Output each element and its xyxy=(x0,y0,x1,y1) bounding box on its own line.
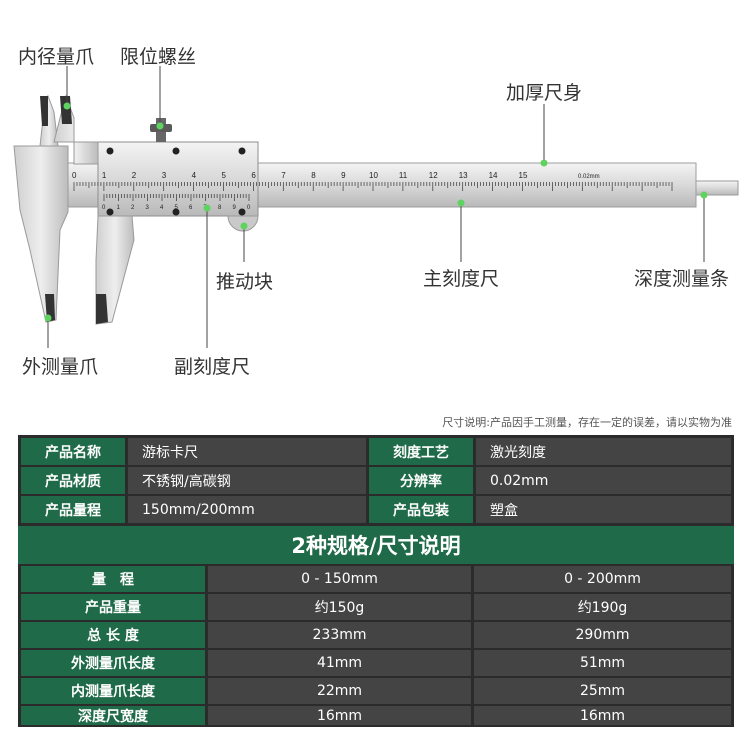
spec-label: 产品重量 xyxy=(21,594,205,620)
callout-outer-jaw: 外测量爪 xyxy=(22,356,99,378)
vernier-scale-number: 6 xyxy=(189,205,193,211)
info-label: 产品材质 xyxy=(21,467,125,494)
main-scale-number: 4 xyxy=(192,171,197,180)
main-scale-number: 3 xyxy=(162,171,167,180)
info-label: 分辨率 xyxy=(369,467,473,494)
main-scale-number: 13 xyxy=(459,171,468,180)
leader-lines xyxy=(47,66,705,348)
callout-dots xyxy=(44,102,708,322)
spec-value-b: 25mm xyxy=(474,678,731,704)
info-label: 产品名称 xyxy=(21,438,125,465)
callout-depth-bar: 深度测量条 xyxy=(634,268,730,290)
spec-value-a: 41mm xyxy=(208,650,471,676)
spec-value-a: 16mm xyxy=(208,706,471,725)
main-scale-number: 14 xyxy=(489,171,498,180)
callout-main-scale: 主刻度尺 xyxy=(423,268,500,290)
main-scale xyxy=(73,182,673,191)
spec-row: 产品重量 约150g 约190g xyxy=(18,594,734,620)
vernier-scale-number: 9 xyxy=(233,205,237,211)
main-scale-number: 11 xyxy=(399,171,408,180)
info-row: 产品名称 游标卡尺 刻度工艺 激光刻度 xyxy=(18,438,734,465)
vernier-scale-number: 2 xyxy=(131,205,135,211)
vernier-scale-number: 0 xyxy=(102,205,106,211)
spec-label: 深度尺宽度 xyxy=(21,706,205,725)
main-scale-number: 8 xyxy=(311,171,316,180)
vernier-scale-number: 8 xyxy=(218,205,222,211)
spec-value-b: 51mm xyxy=(474,650,731,676)
info-label: 产品包装 xyxy=(369,496,473,523)
spec-label: 外测量爪长度 xyxy=(21,650,205,676)
slider-body xyxy=(97,141,259,217)
fixed-outer-jaw xyxy=(13,145,69,323)
callout-slider: 推动块 xyxy=(216,271,274,293)
resolution-mark: 0.02mm xyxy=(578,174,600,180)
spec-value-a: 约150g xyxy=(208,594,471,620)
main-scale-number: 6 xyxy=(251,171,256,180)
main-scale-number: 15 xyxy=(519,171,528,180)
main-scale-number: 10 xyxy=(369,171,378,180)
spec-row: 总 长 度 233mm 290mm xyxy=(18,622,734,648)
info-value: 塑盒 xyxy=(476,496,731,523)
spec-value-a: 22mm xyxy=(208,678,471,704)
vernier-scale xyxy=(103,194,250,201)
callout-inner-jaw: 内径量爪 xyxy=(18,46,95,68)
info-value: 不锈钢/高碳钢 xyxy=(128,467,366,494)
spec-row: 量 程 0 - 150mm 0 - 200mm xyxy=(18,566,734,592)
info-row: 产品量程 150mm/200mm 产品包装 塑盒 xyxy=(18,496,734,523)
spec-value-a: 233mm xyxy=(208,622,471,648)
info-value: 游标卡尺 xyxy=(128,438,366,465)
spec-value-b: 290mm xyxy=(474,622,731,648)
main-scale-number: 9 xyxy=(341,171,346,180)
spec-table: 产品名称 游标卡尺 刻度工艺 激光刻度 产品材质 不锈钢/高碳钢 分辨率 0.0… xyxy=(18,435,734,727)
main-scale-number: 0 xyxy=(72,171,77,180)
main-scale-number: 5 xyxy=(222,171,227,180)
spec-row: 内测量爪长度 22mm 25mm xyxy=(18,678,734,704)
vernier-scale-number: 4 xyxy=(160,205,164,211)
main-scale-number: 1 xyxy=(102,171,107,180)
vernier-scale-number: 0 xyxy=(247,205,251,211)
spec-value-b: 约190g xyxy=(474,594,731,620)
callout-limit-screw: 限位螺丝 xyxy=(120,46,197,68)
main-scale-number: 7 xyxy=(281,171,286,180)
info-value: 150mm/200mm xyxy=(128,496,366,523)
info-value: 激光刻度 xyxy=(476,438,731,465)
measurement-note: 尺寸说明:产品因手工测量，存在一定的误差，请以实物为准 xyxy=(442,416,732,429)
depth-bar-shape xyxy=(689,180,739,196)
info-row: 产品材质 不锈钢/高碳钢 分辨率 0.02mm xyxy=(18,467,734,494)
spec-title: 2种规格/尺寸说明 xyxy=(18,526,734,564)
spec-value-a: 0 - 150mm xyxy=(208,566,471,592)
info-value: 0.02mm xyxy=(476,467,731,494)
spec-label: 总 长 度 xyxy=(21,622,205,648)
callout-vernier-scale: 副刻度尺 xyxy=(174,356,251,378)
spec-value-b: 0 - 200mm xyxy=(474,566,731,592)
main-scale-number: 2 xyxy=(132,171,137,180)
vernier-scale-number: 3 xyxy=(146,205,150,211)
vernier-scale-number: 5 xyxy=(175,205,179,211)
info-label: 产品量程 xyxy=(21,496,125,523)
spec-label: 量 程 xyxy=(21,566,205,592)
main-scale-number: 12 xyxy=(429,171,438,180)
vernier-scale-numbers: 01234567890 xyxy=(102,205,251,211)
info-label: 刻度工艺 xyxy=(369,438,473,465)
callout-thick-body: 加厚尺身 xyxy=(506,82,583,104)
vernier-scale-number: 1 xyxy=(117,205,121,211)
spec-row: 外测量爪长度 41mm 51mm xyxy=(18,650,734,676)
spec-label: 内测量爪长度 xyxy=(21,678,205,704)
spec-row: 深度尺宽度 16mm 16mm xyxy=(18,706,734,725)
spec-value-b: 16mm xyxy=(474,706,731,725)
